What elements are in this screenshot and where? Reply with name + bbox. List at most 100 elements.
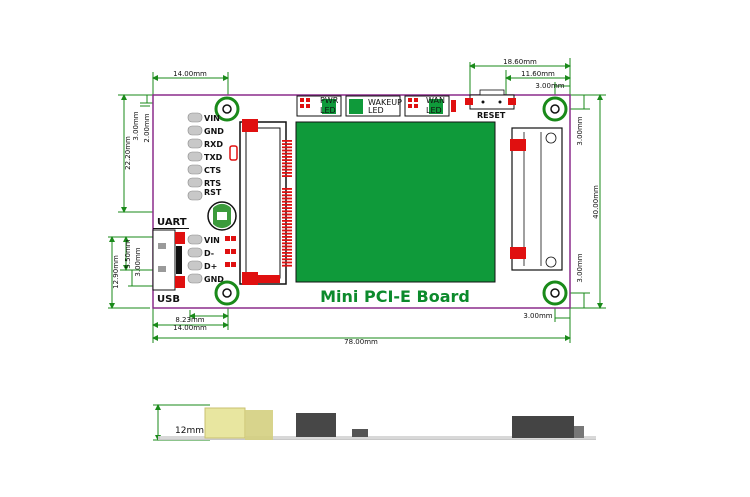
slot-pin (282, 156, 292, 158)
usb-label: USB (157, 294, 180, 305)
mounting-hole-bottom-left (214, 280, 240, 306)
mini-pcie-module (295, 121, 496, 283)
dim-bottom-14: 14.00mm (173, 324, 207, 332)
usb-pin-gnd: GND (204, 275, 224, 284)
slot-pin (282, 226, 292, 229)
dim-top-1860: 18.60mm (503, 58, 537, 66)
slot-pin (282, 194, 292, 197)
mini-pcie-slot (239, 119, 287, 285)
uart-pin-rst: RST (204, 188, 222, 197)
side-sim-holder (512, 416, 574, 438)
slot-pin (282, 175, 292, 177)
slot-pin (282, 216, 292, 219)
dim-bottom-right-3: 3.00mm (523, 312, 552, 320)
slot-pin (282, 207, 292, 209)
led-wan: WAN LED (404, 95, 450, 117)
dim-left-3: 3.00mm (132, 111, 140, 140)
slot-pin (282, 140, 292, 142)
slot-pin (282, 200, 292, 203)
slot-pin (282, 159, 292, 161)
slot-contact-pins (282, 140, 292, 267)
slot-pin (282, 213, 292, 216)
uart-label: UART (157, 217, 187, 228)
dim-top-1160: 11.60mm (521, 70, 555, 78)
slot-pin (282, 229, 292, 232)
dim-left-2: 2.00mm (143, 113, 151, 142)
board: VIN GND RXD TXD CTS RTS RST VIN D- D+ GN… (152, 89, 571, 309)
slot-pin (282, 239, 292, 241)
uart-pin-rxd: RXD (204, 140, 223, 149)
usb-pin-dplus: D+ (204, 262, 217, 271)
slot-pin (282, 172, 292, 174)
mounting-hole-top-left (214, 96, 240, 122)
usb-connector (152, 229, 185, 291)
dim-top-14: 14.00mm (173, 70, 207, 78)
slot-pin (282, 236, 292, 238)
side-usb-connector (296, 413, 336, 437)
slot-pin (282, 255, 292, 257)
uart-pin-gnd: GND (204, 127, 224, 136)
slot-pin (282, 248, 292, 251)
slot-pin (282, 220, 292, 222)
led-wan-top: WAN (426, 96, 445, 105)
uart-pin-vin: VIN (204, 114, 220, 123)
dim-right-top-3: 3.00mm (535, 82, 564, 90)
slot-pin (282, 245, 292, 248)
slot-pin (282, 264, 292, 267)
led-wakeup: WAKEUP LED (345, 95, 402, 117)
usb-pin-dminus: D- (204, 249, 214, 258)
dim-right-3-lower: 3.00mm (576, 253, 584, 282)
usb-pin-vin: VIN (204, 236, 220, 245)
reset-label: RESET (477, 111, 506, 120)
led-wan-bottom: LED (426, 106, 442, 115)
led-pwr: PWR LED (296, 95, 342, 117)
slot-pin (282, 242, 292, 245)
slot-pin (282, 162, 292, 165)
side-view: 12mm (158, 407, 596, 440)
dim-bottom-78: 78.00mm (344, 338, 378, 346)
led-pwr-top: PWR (320, 96, 339, 105)
dim-side-12: 12mm (175, 426, 204, 436)
mounting-hole-top-right (542, 96, 568, 122)
dim-right-3-upper: 3.00mm (576, 116, 584, 145)
slot-pin (282, 210, 292, 213)
uart-pin-cts: CTS (204, 166, 221, 175)
dim-bottom-823: 8.23mm (175, 316, 204, 324)
slot-pin (282, 152, 292, 155)
slot-pin (282, 143, 292, 145)
capacitor (207, 201, 237, 231)
slot-pin (282, 191, 292, 193)
led-wakeup-top: WAKEUP (368, 98, 402, 107)
slot-pin (282, 232, 292, 235)
slot-pin (282, 168, 292, 171)
dim-left-usb-3: 3.00mm (134, 247, 142, 276)
uart-pin-txd: TXD (204, 153, 223, 162)
led-pwr-bottom: LED (320, 106, 336, 115)
side-uart-header (204, 407, 246, 439)
slot-pin (282, 252, 292, 254)
slot-pin (282, 258, 292, 261)
board-title: Mini PCI-E Board (320, 287, 470, 306)
reset-button: RESET (465, 89, 516, 120)
slot-pin (282, 223, 292, 225)
dim-left-550: 5.50mm (124, 239, 132, 268)
mounting-hole-bottom-right (542, 280, 568, 306)
led-wakeup-bottom: LED (368, 106, 384, 115)
slot-pin (282, 146, 292, 149)
uart-header-pads (187, 112, 203, 284)
slot-pin (282, 188, 292, 190)
uart-pin-rts: RTS (204, 179, 221, 188)
usb-jumper-pads (225, 236, 236, 267)
resistor (229, 145, 238, 161)
slot-pin (282, 261, 292, 264)
led-resistor (451, 100, 456, 112)
slot-pin (282, 197, 292, 200)
slot-pin (282, 165, 292, 168)
dim-right-40: 40.00mm (592, 185, 600, 219)
dim-left-2220: 22.20mm (124, 136, 132, 170)
dim-left-1290: 12.90mm (112, 255, 120, 289)
slot-pin (282, 149, 292, 152)
sim-card-holder (510, 127, 563, 271)
